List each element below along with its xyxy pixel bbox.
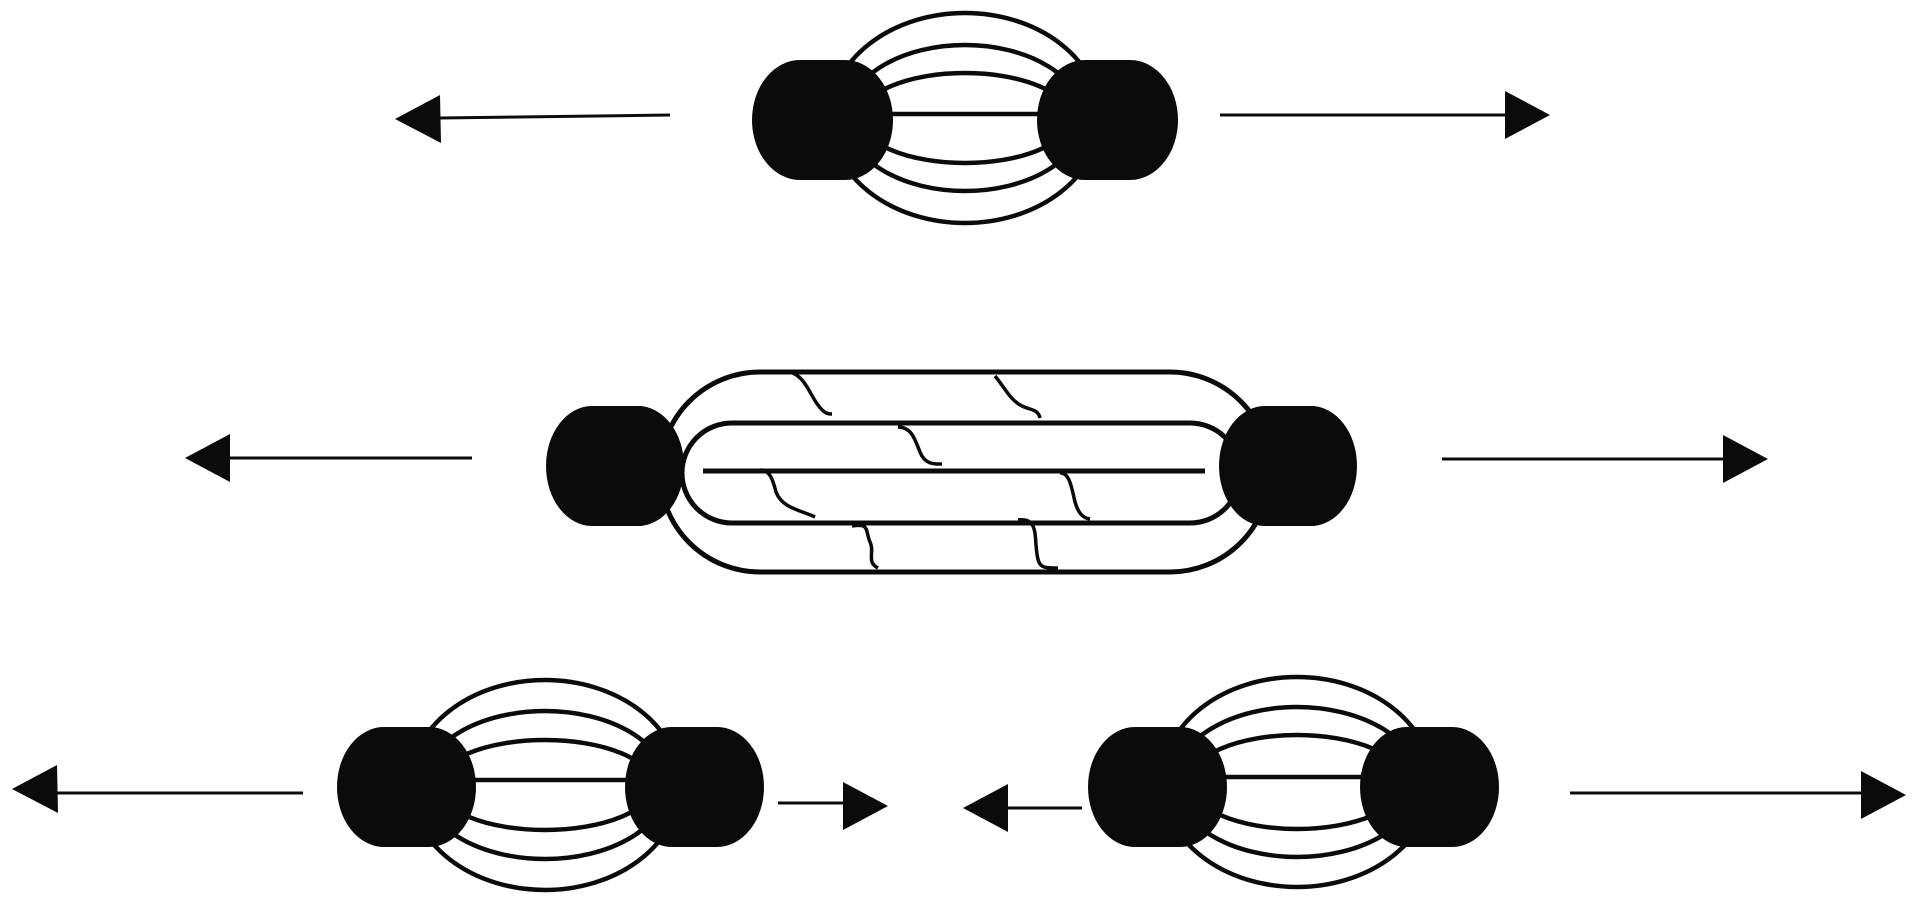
wavy-link bbox=[759, 468, 816, 519]
bl-left-arrow bbox=[12, 765, 303, 813]
br-left-endpoint bbox=[1088, 727, 1227, 847]
bl-right-endpoint bbox=[625, 727, 764, 847]
top-left-arrow bbox=[395, 95, 671, 143]
bottom-right-figure bbox=[963, 674, 1906, 890]
bl-left-endpoint bbox=[337, 727, 476, 847]
bl-right-arrow-short bbox=[778, 782, 888, 830]
top-left-endpoint bbox=[752, 60, 893, 180]
top-figure bbox=[395, 10, 1550, 226]
bottom-left-figure bbox=[12, 677, 888, 893]
wavy-link bbox=[851, 523, 879, 570]
top-right-arrow bbox=[1220, 91, 1550, 139]
wavy-link bbox=[897, 425, 943, 466]
br-left-arrow-short bbox=[963, 784, 1082, 832]
wavy-link bbox=[1059, 471, 1091, 521]
br-right-arrow bbox=[1570, 771, 1906, 819]
wavy-link bbox=[789, 370, 833, 416]
middle-wavy-links bbox=[759, 370, 1091, 570]
middle-left-arrow bbox=[185, 434, 472, 482]
middle-figure bbox=[185, 369, 1768, 575]
middle-right-endpoint bbox=[1219, 406, 1357, 526]
br-right-endpoint bbox=[1360, 727, 1499, 847]
middle-right-arrow bbox=[1442, 435, 1768, 483]
top-right-endpoint bbox=[1037, 60, 1178, 180]
middle-left-endpoint bbox=[546, 406, 684, 526]
wavy-link bbox=[1017, 518, 1059, 570]
wavy-link bbox=[993, 374, 1042, 419]
